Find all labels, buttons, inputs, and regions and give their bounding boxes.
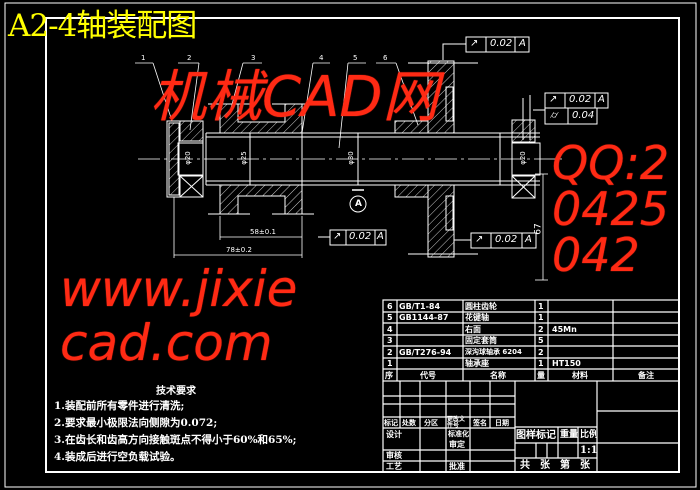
- parts-list-grid: [382, 299, 680, 382]
- header-cell: 备注: [638, 371, 654, 380]
- scale-value: 1:1: [580, 445, 598, 456]
- cell: GB1144-87: [399, 313, 449, 322]
- cell: 45Mn: [552, 325, 577, 334]
- part-label: 3: [251, 54, 256, 62]
- diameter-label: φ30: [346, 151, 355, 165]
- cell: 5: [387, 313, 393, 322]
- cell: 1: [387, 359, 393, 368]
- datum-a-symbol: [349, 195, 367, 213]
- cell: 审定: [449, 440, 465, 449]
- cell: HT150: [552, 359, 581, 368]
- cell: 批准: [449, 462, 465, 471]
- cell: 设计: [386, 430, 402, 439]
- header-cell: 代号: [420, 371, 436, 380]
- cell: 深沟球轴承 6204: [465, 348, 522, 356]
- cell: 审核: [386, 451, 402, 460]
- technical-requirements: 技术要求 1.装配前所有零件进行清洗; 2.要求最小极限法向侧隙为0.072; …: [54, 386, 297, 466]
- cell: 花键轴: [465, 313, 489, 322]
- cell: 重量: [560, 430, 579, 440]
- note-item: 4.装成后进行空负载试验。: [54, 451, 181, 463]
- runout-icon: ↗: [333, 231, 342, 242]
- cell: 1: [538, 302, 544, 311]
- cell: 轴承座: [465, 359, 489, 368]
- left-bearing: [166, 120, 204, 198]
- cell: 标准化: [448, 430, 469, 438]
- dimension-text: 78±0.2: [226, 246, 252, 254]
- cell: 日期: [495, 419, 509, 427]
- cylindricity-icon: ⌭: [550, 110, 558, 121]
- cell: 5: [538, 336, 544, 345]
- cell: 图样标记: [516, 430, 556, 441]
- cell: 1: [538, 359, 544, 368]
- tolerance-datum: A: [519, 38, 526, 49]
- cell: 2: [387, 348, 393, 357]
- dimension-text: 67: [533, 223, 544, 235]
- note-item: 1.装配前所有零件进行清洗;: [54, 400, 185, 412]
- cell: 圆柱齿轮: [465, 302, 497, 311]
- part-label: 1: [141, 54, 146, 62]
- tolerance-value: 0.02: [495, 234, 518, 245]
- tolerance-datum: A: [525, 234, 532, 245]
- runout-icon: ↗: [549, 94, 558, 105]
- cell: 3: [387, 336, 393, 345]
- cell: 2: [538, 325, 544, 334]
- tolerance-value: 0.04: [572, 110, 595, 121]
- right-gear: [394, 60, 478, 258]
- tolerance-value: 0.02: [349, 231, 372, 242]
- header-cell: 序: [385, 371, 393, 380]
- cell: 分区: [424, 419, 438, 427]
- cell: 固定套筒: [465, 336, 497, 345]
- diameter-label: φ20: [518, 151, 527, 165]
- note-item: 2.要求最小极限法向侧隙为0.072;: [54, 417, 218, 429]
- title-block-grid: [382, 381, 679, 472]
- inner-frame: [45, 17, 680, 473]
- right-bearing: [511, 95, 541, 199]
- diameter-label: φ25: [239, 151, 248, 165]
- drawing-title: A2-4轴装配图: [8, 8, 197, 44]
- cell: 更改文件号: [447, 416, 466, 429]
- dimension-lines: [173, 173, 548, 281]
- tolerance-datum: A: [598, 94, 605, 105]
- header-cell: 材料: [572, 371, 588, 380]
- diameter-label: φ20: [183, 151, 192, 165]
- cell: 6: [387, 302, 393, 311]
- datum-label: A: [355, 199, 362, 209]
- cell: 右面: [465, 325, 481, 334]
- cell: 处数: [402, 419, 416, 427]
- cell: 标记: [384, 419, 398, 427]
- part-label: 5: [353, 54, 358, 62]
- part-leaders: [135, 62, 419, 149]
- cell: GB/T276-94: [399, 348, 452, 357]
- notes-heading: 技术要求: [156, 386, 196, 397]
- cell: 2: [538, 348, 544, 357]
- header-cell: 名称: [490, 371, 506, 380]
- tolerance-datum: A: [377, 231, 384, 242]
- part-label: 4: [319, 54, 324, 62]
- outer-frame: [4, 2, 697, 488]
- left-gear: [208, 103, 314, 215]
- tolerance-value: 0.02: [490, 38, 513, 49]
- dimension-text: 58±0.1: [250, 228, 276, 236]
- note-item: 3.在齿长和齿高方向接触斑点不得小于60%和65%;: [54, 434, 297, 446]
- part-label: 6: [383, 54, 388, 62]
- cell: 签名: [473, 419, 487, 427]
- cell: 4: [387, 325, 393, 334]
- tolerance-frames: [318, 36, 609, 249]
- part-label: 2: [187, 54, 192, 62]
- runout-icon: ↗: [475, 234, 484, 245]
- header-cell: 量: [537, 371, 545, 380]
- cell: 共 张 第 张: [520, 460, 590, 471]
- tolerance-value: 0.02: [569, 94, 592, 105]
- cell: GB/T1-84: [399, 302, 441, 311]
- cell: 比例: [580, 430, 599, 440]
- runout-icon: ↗: [470, 38, 479, 49]
- cell: 工艺: [386, 462, 402, 471]
- cell: 1: [538, 313, 544, 322]
